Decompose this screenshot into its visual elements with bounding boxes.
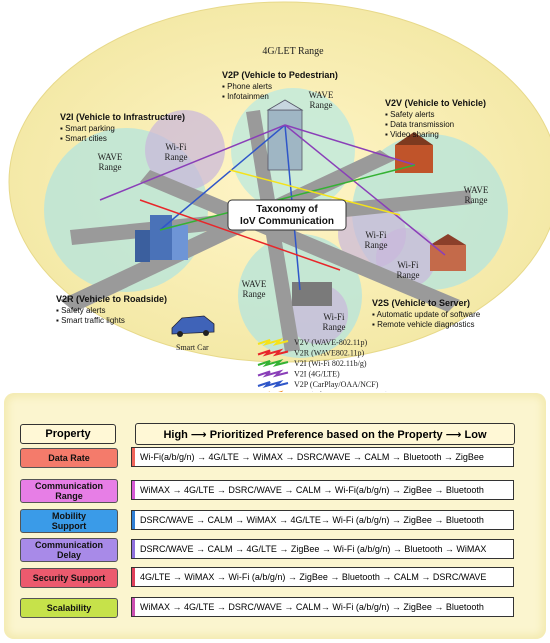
row-label-0: Data Rate: [20, 448, 118, 468]
smart-car-label: Smart Car: [176, 343, 209, 352]
v2i-item-1: ▪ Smart parking: [60, 124, 115, 133]
group-v2i: V2I (Vehicle to Infrastructure) ▪ Smart …: [60, 112, 185, 143]
group-v2v: V2V (Vehicle to Vehicle) ▪ Safety alerts…: [385, 98, 486, 139]
row-value-0: Wi-Fi(a/b/g/n) → 4G/LTE → WiMAX → DSRC/W…: [131, 447, 514, 467]
wave-label-top: WAVE: [309, 90, 334, 100]
row-value-4: 4G/LTE → WiMAX → Wi-Fi (a/b/g/n) → ZigBe…: [131, 567, 514, 587]
v2v-title: V2V (Vehicle to Vehicle): [385, 98, 486, 108]
v2s-item-1: ▪ Automatic update of software: [372, 310, 481, 319]
row-value-text: Wi-Fi(a/b/g/n) → 4G/LTE → WiMAX → DSRC/W…: [140, 452, 484, 462]
outer-range-label: 4G/LET Range: [262, 46, 324, 57]
wave-label-right-range: Range: [465, 195, 488, 205]
legend-swatch-2: [257, 358, 289, 368]
wifi-label-right-1: Wi-Fi: [365, 230, 387, 240]
v2i-item-2: ▪ Smart cities: [60, 134, 107, 143]
wifi-label-left: Wi-Fi: [165, 142, 187, 152]
center-title-line2: IoV Communication: [240, 216, 334, 227]
row-value-3: DSRC/WAVE → CALM → 4G/LTE → ZigBee → Wi-…: [131, 539, 514, 559]
iov-taxonomy-diagram: Taxonomy of IoV Communication 4G/LET Ran…: [8, 1, 550, 393]
row-label-5: Scalability: [20, 598, 118, 618]
row-value-text: WiMAX → 4G/LTE → DSRC/WAVE → CALM → Wi-F…: [140, 485, 484, 495]
group-v2p: V2P (Vehicle to Pedestrian) ▪ Phone aler…: [222, 70, 338, 101]
header-property: Property: [20, 424, 116, 444]
row-accent-bar: [132, 568, 135, 586]
v2v-item-3: ▪ Video sharing: [385, 130, 439, 139]
legend: V2V (WAVE-802.11p)V2R (WAVE802.11p)V2I (…: [257, 337, 388, 393]
legend-label-4: V2P (CarPlay/OAA/NCF): [294, 380, 379, 389]
legend-label-0: V2V (WAVE-802.11p): [294, 338, 368, 347]
wifi-range-left: [145, 110, 225, 190]
legend-swatch-4: [257, 379, 289, 389]
row-accent-bar: [132, 598, 135, 616]
v2r-item-2: ▪ Smart traffic lights: [56, 316, 125, 325]
wifi-label-right-2-range: Range: [397, 270, 420, 280]
wave-label-right: WAVE: [464, 185, 489, 195]
row-value-text: DSRC/WAVE → CALM → 4G/LTE → ZigBee → Wi-…: [140, 544, 487, 554]
wifi-label-right-2: Wi-Fi: [397, 260, 419, 270]
legend-swatch-3: [257, 369, 289, 378]
legend-label-1: V2R (WAVE802.11p): [294, 349, 365, 358]
row-accent-bar: [132, 481, 135, 499]
group-v2s: V2S (Vehicle to Server) ▪ Automatic upda…: [372, 298, 481, 329]
row-value-2: DSRC/WAVE → CALM → WiMAX → 4G/LTE→ Wi-Fi…: [131, 510, 514, 530]
v2s-item-2: ▪ Remote vehicle diagnostics: [372, 320, 474, 329]
wifi-label-bottom-range: Range: [323, 322, 346, 332]
group-v2r: V2R (Vehicle to Roadside) ▪ Safety alert…: [56, 294, 167, 325]
wifi-label-left-range: Range: [165, 152, 188, 162]
v2i-title: V2I (Vehicle to Infrastructure): [60, 112, 185, 122]
v2v-item-1: ▪ Safety alerts: [385, 110, 435, 119]
row-accent-bar: [132, 540, 135, 558]
v2r-title: V2R (Vehicle to Roadside): [56, 294, 167, 304]
legend-label-5: V2S (Ethernet/Wi-Fi/MOST): [294, 391, 388, 393]
v2s-title: V2S (Vehicle to Server): [372, 298, 470, 308]
legend-swatch-0: [257, 337, 289, 347]
row-value-1: WiMAX → 4G/LTE → DSRC/WAVE → CALM → Wi-F…: [131, 480, 514, 500]
row-value-text: WiMAX → 4G/LTE → DSRC/WAVE → CALM→ Wi-Fi…: [140, 602, 484, 612]
row-accent-bar: [132, 448, 135, 466]
wave-label-top-range: Range: [310, 100, 333, 110]
center-title-line1: Taxonomy of: [256, 204, 318, 215]
legend-label-3: V2I (4G/LTE): [294, 370, 340, 379]
wave-label-bottom: WAVE: [242, 279, 267, 289]
v2p-item-1: ▪ Phone alerts: [222, 82, 272, 91]
v2r-item-1: ▪ Safety alerts: [56, 306, 106, 315]
wave-label-left-range: Range: [99, 162, 122, 172]
wave-label-bottom-range: Range: [243, 289, 266, 299]
header-preference: High ⟶ Prioritized Preference based on t…: [135, 423, 515, 445]
legend-label-2: V2I (Wi-Fi 802.11b/g): [294, 359, 367, 368]
v2v-item-2: ▪ Data transmission: [385, 120, 454, 129]
v2p-title: V2P (Vehicle to Pedestrian): [222, 70, 338, 80]
wave-label-left: WAVE: [98, 152, 123, 162]
row-label-4: Security Support: [20, 568, 118, 588]
v2p-item-2: ▪ Infotainmen: [222, 92, 269, 101]
center-title-box: [227, 199, 347, 231]
smart-car-icon: [171, 315, 215, 337]
wifi-label-right-1-range: Range: [365, 240, 388, 250]
wifi-label-bottom: Wi-Fi: [323, 312, 345, 322]
row-value-text: DSRC/WAVE → CALM → WiMAX → 4G/LTE→ Wi-Fi…: [140, 515, 484, 525]
city-buildings: [135, 99, 466, 306]
row-value-text: 4G/LTE → WiMAX → Wi-Fi (a/b/g/n) → ZigBe…: [140, 572, 487, 582]
legend-swatch-1: [257, 348, 289, 357]
row-accent-bar: [132, 511, 135, 529]
row-value-5: WiMAX → 4G/LTE → DSRC/WAVE → CALM→ Wi-Fi…: [131, 597, 514, 617]
